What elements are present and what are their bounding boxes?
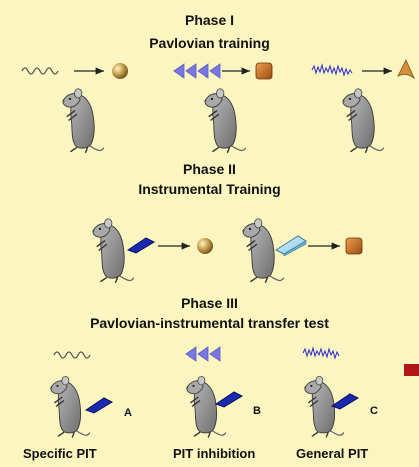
rat-icon — [341, 88, 384, 154]
sine-wave-stimulus-icon — [53, 351, 91, 359]
phase3-title: Phase III — [181, 295, 238, 311]
triangle-pulse-stimulus-icon — [173, 63, 221, 79]
test-letter-a: A — [124, 407, 132, 419]
phase3-subtitle: Pavlovian-instrumental transfer test — [90, 315, 329, 331]
lever-icon — [331, 393, 359, 410]
rat-icon — [203, 88, 246, 154]
lever-icon — [85, 397, 113, 414]
rat-icon — [185, 375, 226, 438]
gold-sphere-icon — [197, 238, 213, 254]
test-letter-b: B — [253, 405, 261, 417]
triangle-pulse-stimulus-icon — [185, 346, 221, 362]
rat-icon — [91, 218, 134, 284]
test-caption-specific-pit: Specific PIT — [23, 446, 97, 461]
red-marker — [404, 364, 419, 376]
noise-stimulus-icon — [311, 63, 353, 77]
rat-icon — [61, 88, 104, 154]
test-caption-general-pit: General PIT — [296, 446, 369, 461]
phase2-title: Phase II — [183, 161, 236, 177]
rat-icon — [49, 375, 90, 438]
test-letter-c: C — [370, 405, 378, 417]
orange-cube-icon — [345, 237, 363, 255]
phase1-subtitle: Pavlovian training — [149, 35, 270, 51]
sugar-triangle-icon — [397, 59, 415, 80]
phase2-subtitle: Instrumental Training — [138, 181, 281, 197]
gold-sphere-icon — [112, 63, 128, 79]
test-caption-pit-inhibition: PIT inhibition — [173, 446, 256, 461]
sine-wave-stimulus-icon — [21, 67, 59, 75]
lever-icon — [127, 237, 155, 254]
noise-stimulus-icon — [302, 346, 340, 360]
orange-cube-icon — [255, 62, 273, 80]
phase1-title: Phase I — [184, 12, 235, 28]
lever-icon — [275, 235, 307, 256]
lever-icon — [215, 391, 243, 408]
